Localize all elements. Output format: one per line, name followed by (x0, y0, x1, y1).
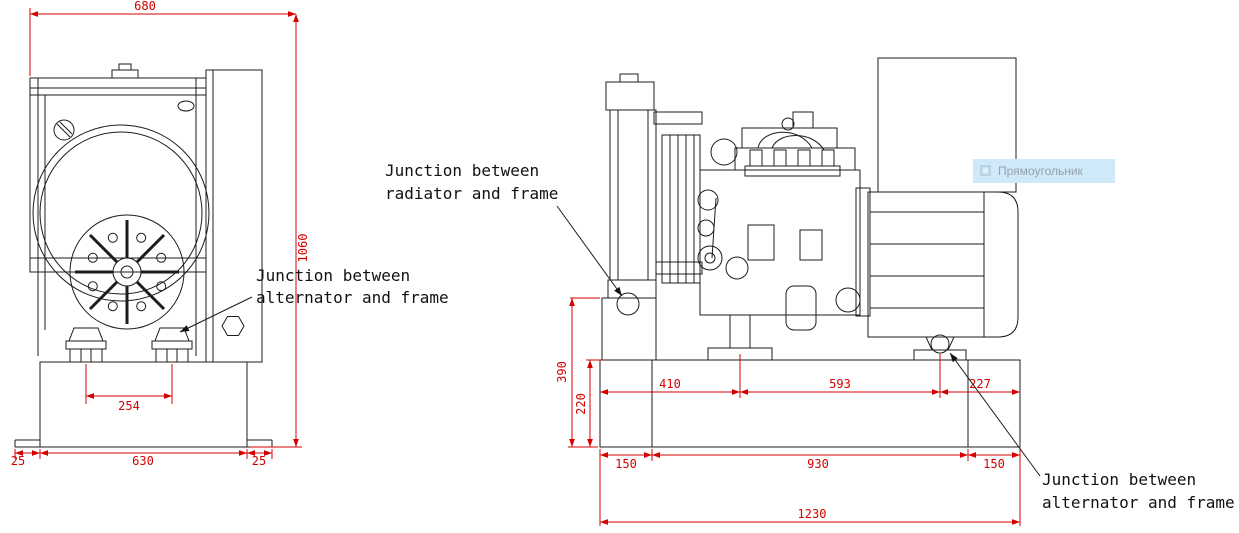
callout-alternator-front-line1: Junction between (256, 266, 410, 285)
alternator-body (867, 191, 1019, 338)
callout-alternator-side-line2: alternator and frame (1042, 493, 1235, 512)
tooltip-label: Прямоугольник (998, 164, 1084, 178)
radiator-frame (29, 77, 207, 273)
dim-total-length: 1230 (798, 507, 827, 521)
tooltip-background (973, 159, 1115, 183)
side-view (599, 57, 1021, 448)
leader-radiator-junction (556, 205, 623, 297)
injection-pump (747, 224, 775, 261)
fan-guard (661, 134, 701, 284)
dim-seg-c: 227 (969, 377, 991, 391)
selection-tooltip: Прямоугольник (973, 159, 1115, 183)
dim-mid-span: 930 (807, 457, 829, 471)
front-view-dimensions: 680 1060 254 25 630 25 (11, 0, 310, 468)
engine-block (699, 169, 861, 316)
control-cabinet (205, 69, 263, 363)
alternator-side (867, 57, 1019, 361)
hex-nut (221, 316, 245, 336)
front-alternator-callout: Junction between alternator and frame (179, 266, 449, 333)
dim-left-lip: 25 (11, 454, 25, 468)
exhaust-manifold (744, 165, 841, 177)
alternator-spokes (75, 220, 179, 324)
dim-right-overhang: 150 (983, 457, 1005, 471)
dim-radiator-mount-height: 390 (555, 361, 569, 383)
fan-shroud-circle (32, 124, 210, 302)
base-frame-front (14, 361, 273, 448)
dim-frame-height: 220 (574, 393, 588, 415)
callout-radiator-line1: Junction between (385, 161, 539, 180)
engine (697, 111, 871, 361)
rocker-cover (741, 127, 838, 149)
callout-alternator-front-line2: alternator and frame (256, 288, 449, 307)
dim-top-width: 680 (134, 0, 156, 13)
mounting-feet-front (65, 327, 193, 363)
side-view-dimensions: 390 220 410 593 227 150 930 150 1230 (555, 297, 1021, 526)
radiator-junction-callout: Junction between radiator and frame (385, 161, 623, 297)
oil-filter (785, 285, 817, 331)
dim-right-lip: 25 (252, 454, 266, 468)
radiator-side (601, 73, 657, 361)
base-frame-side (599, 359, 1021, 448)
alternator-foot (925, 336, 955, 351)
flywheel-housing (855, 187, 871, 317)
alternator-front (66, 214, 188, 330)
callout-radiator-line2: radiator and frame (385, 184, 558, 203)
leader-alternator-side (949, 352, 1041, 477)
radiator-cap (111, 69, 139, 79)
radiator-hole (53, 119, 75, 141)
leader-alternator-front (179, 296, 253, 333)
dim-seg-b: 593 (829, 377, 851, 391)
dim-feet-spacing: 254 (118, 399, 140, 413)
front-view (14, 63, 273, 448)
dim-base-width: 630 (132, 454, 154, 468)
radiator-junction-circle (616, 292, 640, 316)
cylinder-head (734, 147, 856, 171)
fuel-filter (725, 256, 749, 280)
dim-seg-a: 410 (659, 377, 681, 391)
alternator-junction-callout-side: Junction between alternator and frame (949, 352, 1235, 512)
dim-left-overhang: 150 (615, 457, 637, 471)
callout-alternator-side-line1: Junction between (1042, 470, 1196, 489)
starter (835, 287, 861, 313)
dim-overall-height: 1060 (296, 234, 310, 263)
engine-mount (729, 314, 751, 349)
